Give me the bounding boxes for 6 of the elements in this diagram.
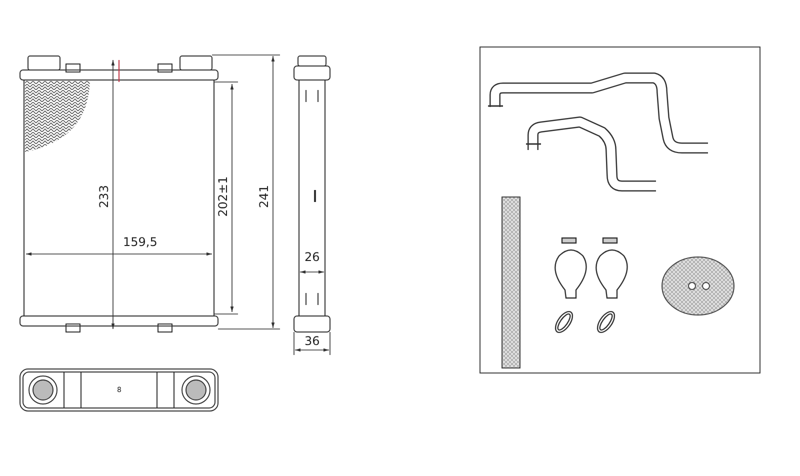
dimension-value: 202±1: [216, 174, 230, 218]
dimension-value: 26: [304, 250, 321, 264]
dimension-value: 241: [257, 184, 270, 208]
dimension-value: 36: [304, 334, 321, 348]
dimension-value: 233: [97, 184, 110, 208]
dimension-value: 159,5: [122, 236, 158, 248]
